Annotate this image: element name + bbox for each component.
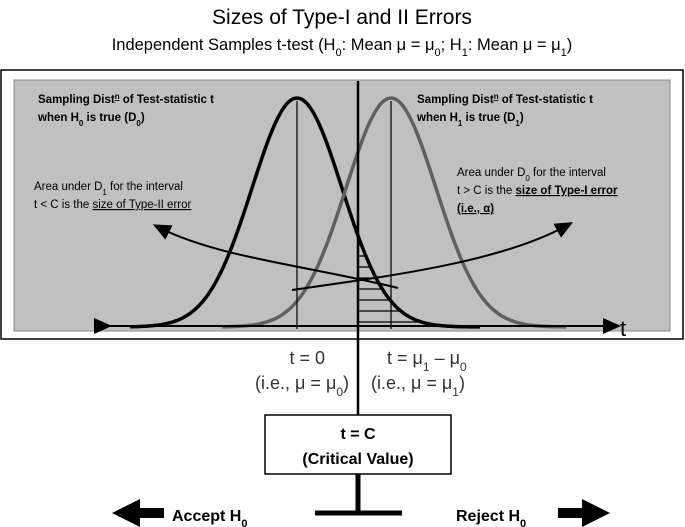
d0-label: Sampling Distn of Test-statistic t when … bbox=[37, 92, 217, 128]
critical-value-box bbox=[264, 414, 452, 475]
type1-note: Area under D0 for the interval t > C is … bbox=[457, 167, 621, 215]
reject-h0-label: Reject H0 bbox=[456, 508, 526, 527]
t1-label: t = μ1 – μ0 (i.e., μ = μ1) bbox=[371, 348, 472, 399]
type2-note: Area under D1 for the interval t < C is … bbox=[34, 181, 192, 211]
t-axis-label: t bbox=[620, 316, 626, 341]
d1-curve bbox=[222, 96, 566, 329]
type2-area-arrow bbox=[152, 224, 399, 289]
accept-arrow-icon bbox=[112, 499, 164, 527]
t0-label: t = 0 (i.e., μ = μ0) bbox=[255, 348, 349, 399]
page-subtitle: Independent Samples t-test (H0: Mean μ =… bbox=[112, 36, 573, 59]
critical-value-line2: (Critical Value) bbox=[302, 451, 413, 468]
page-title: Sizes of Type-I and II Errors bbox=[212, 6, 472, 29]
reject-arrow-icon bbox=[558, 499, 610, 527]
d1-label: Sampling Distn of Test-statistic t when … bbox=[416, 92, 596, 128]
accept-h0-label: Accept H0 bbox=[172, 508, 247, 527]
type1-area-arrow bbox=[291, 222, 574, 291]
d0-curve bbox=[129, 96, 480, 329]
critical-value-line1: t = C bbox=[340, 426, 376, 443]
